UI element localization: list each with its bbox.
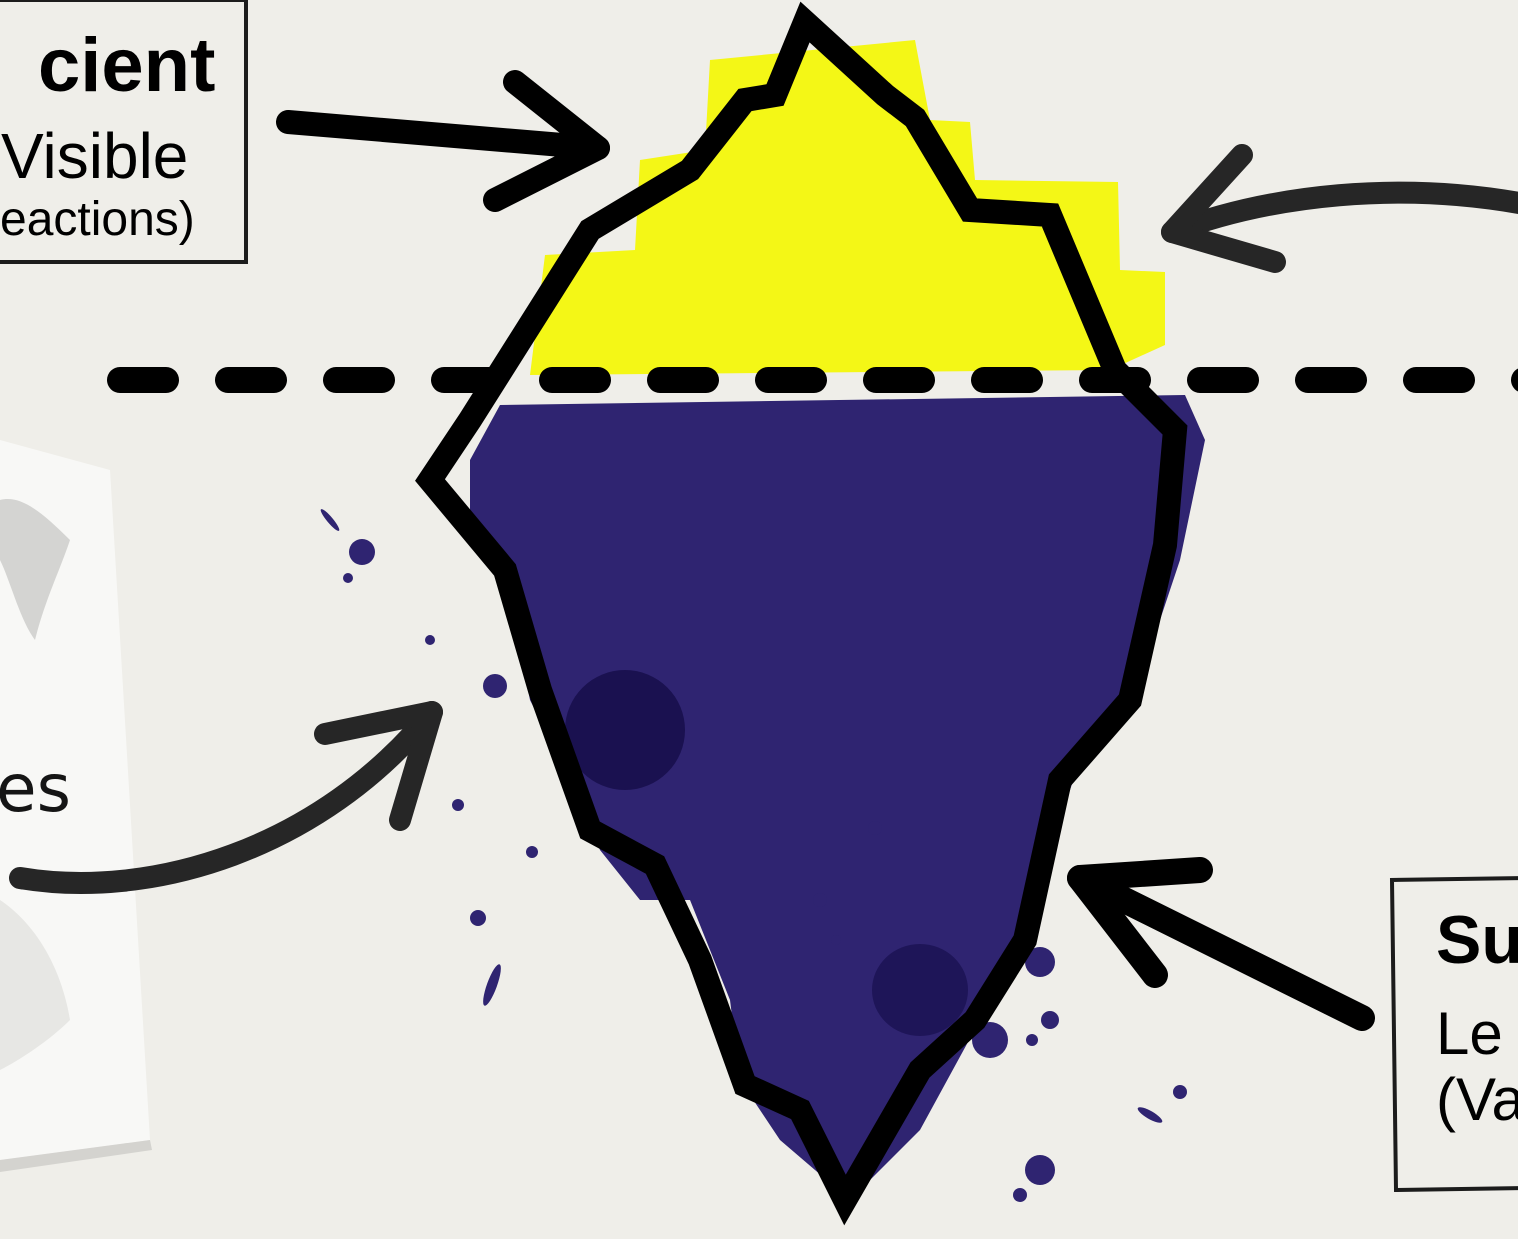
top-left-label-box	[0, 0, 248, 264]
arrow-bottom-left	[9, 701, 443, 894]
arrow-bottom-right	[1067, 857, 1375, 1031]
left-note-text: es	[0, 750, 71, 827]
ink-splatter	[320, 509, 1187, 1202]
top-left-subheading: Visible	[1, 120, 189, 192]
top-left-heading: cient	[38, 23, 216, 108]
arrow-top-left	[276, 70, 610, 212]
left-note-card	[0, 440, 152, 1172]
iceberg-tip-fill	[530, 40, 1165, 375]
iceberg-base-fill	[470, 395, 1205, 1200]
bottom-right-label-box	[1389, 876, 1518, 1193]
top-left-caption: eactions)	[0, 193, 195, 246]
bottom-right-line-2: (Va	[1436, 1066, 1518, 1133]
arrow-top-right	[1161, 144, 1518, 273]
bottom-right-heading: Su	[1436, 902, 1518, 978]
iceberg-outline	[415, 1, 1188, 1226]
bottom-right-line-1: Le	[1436, 1000, 1503, 1067]
